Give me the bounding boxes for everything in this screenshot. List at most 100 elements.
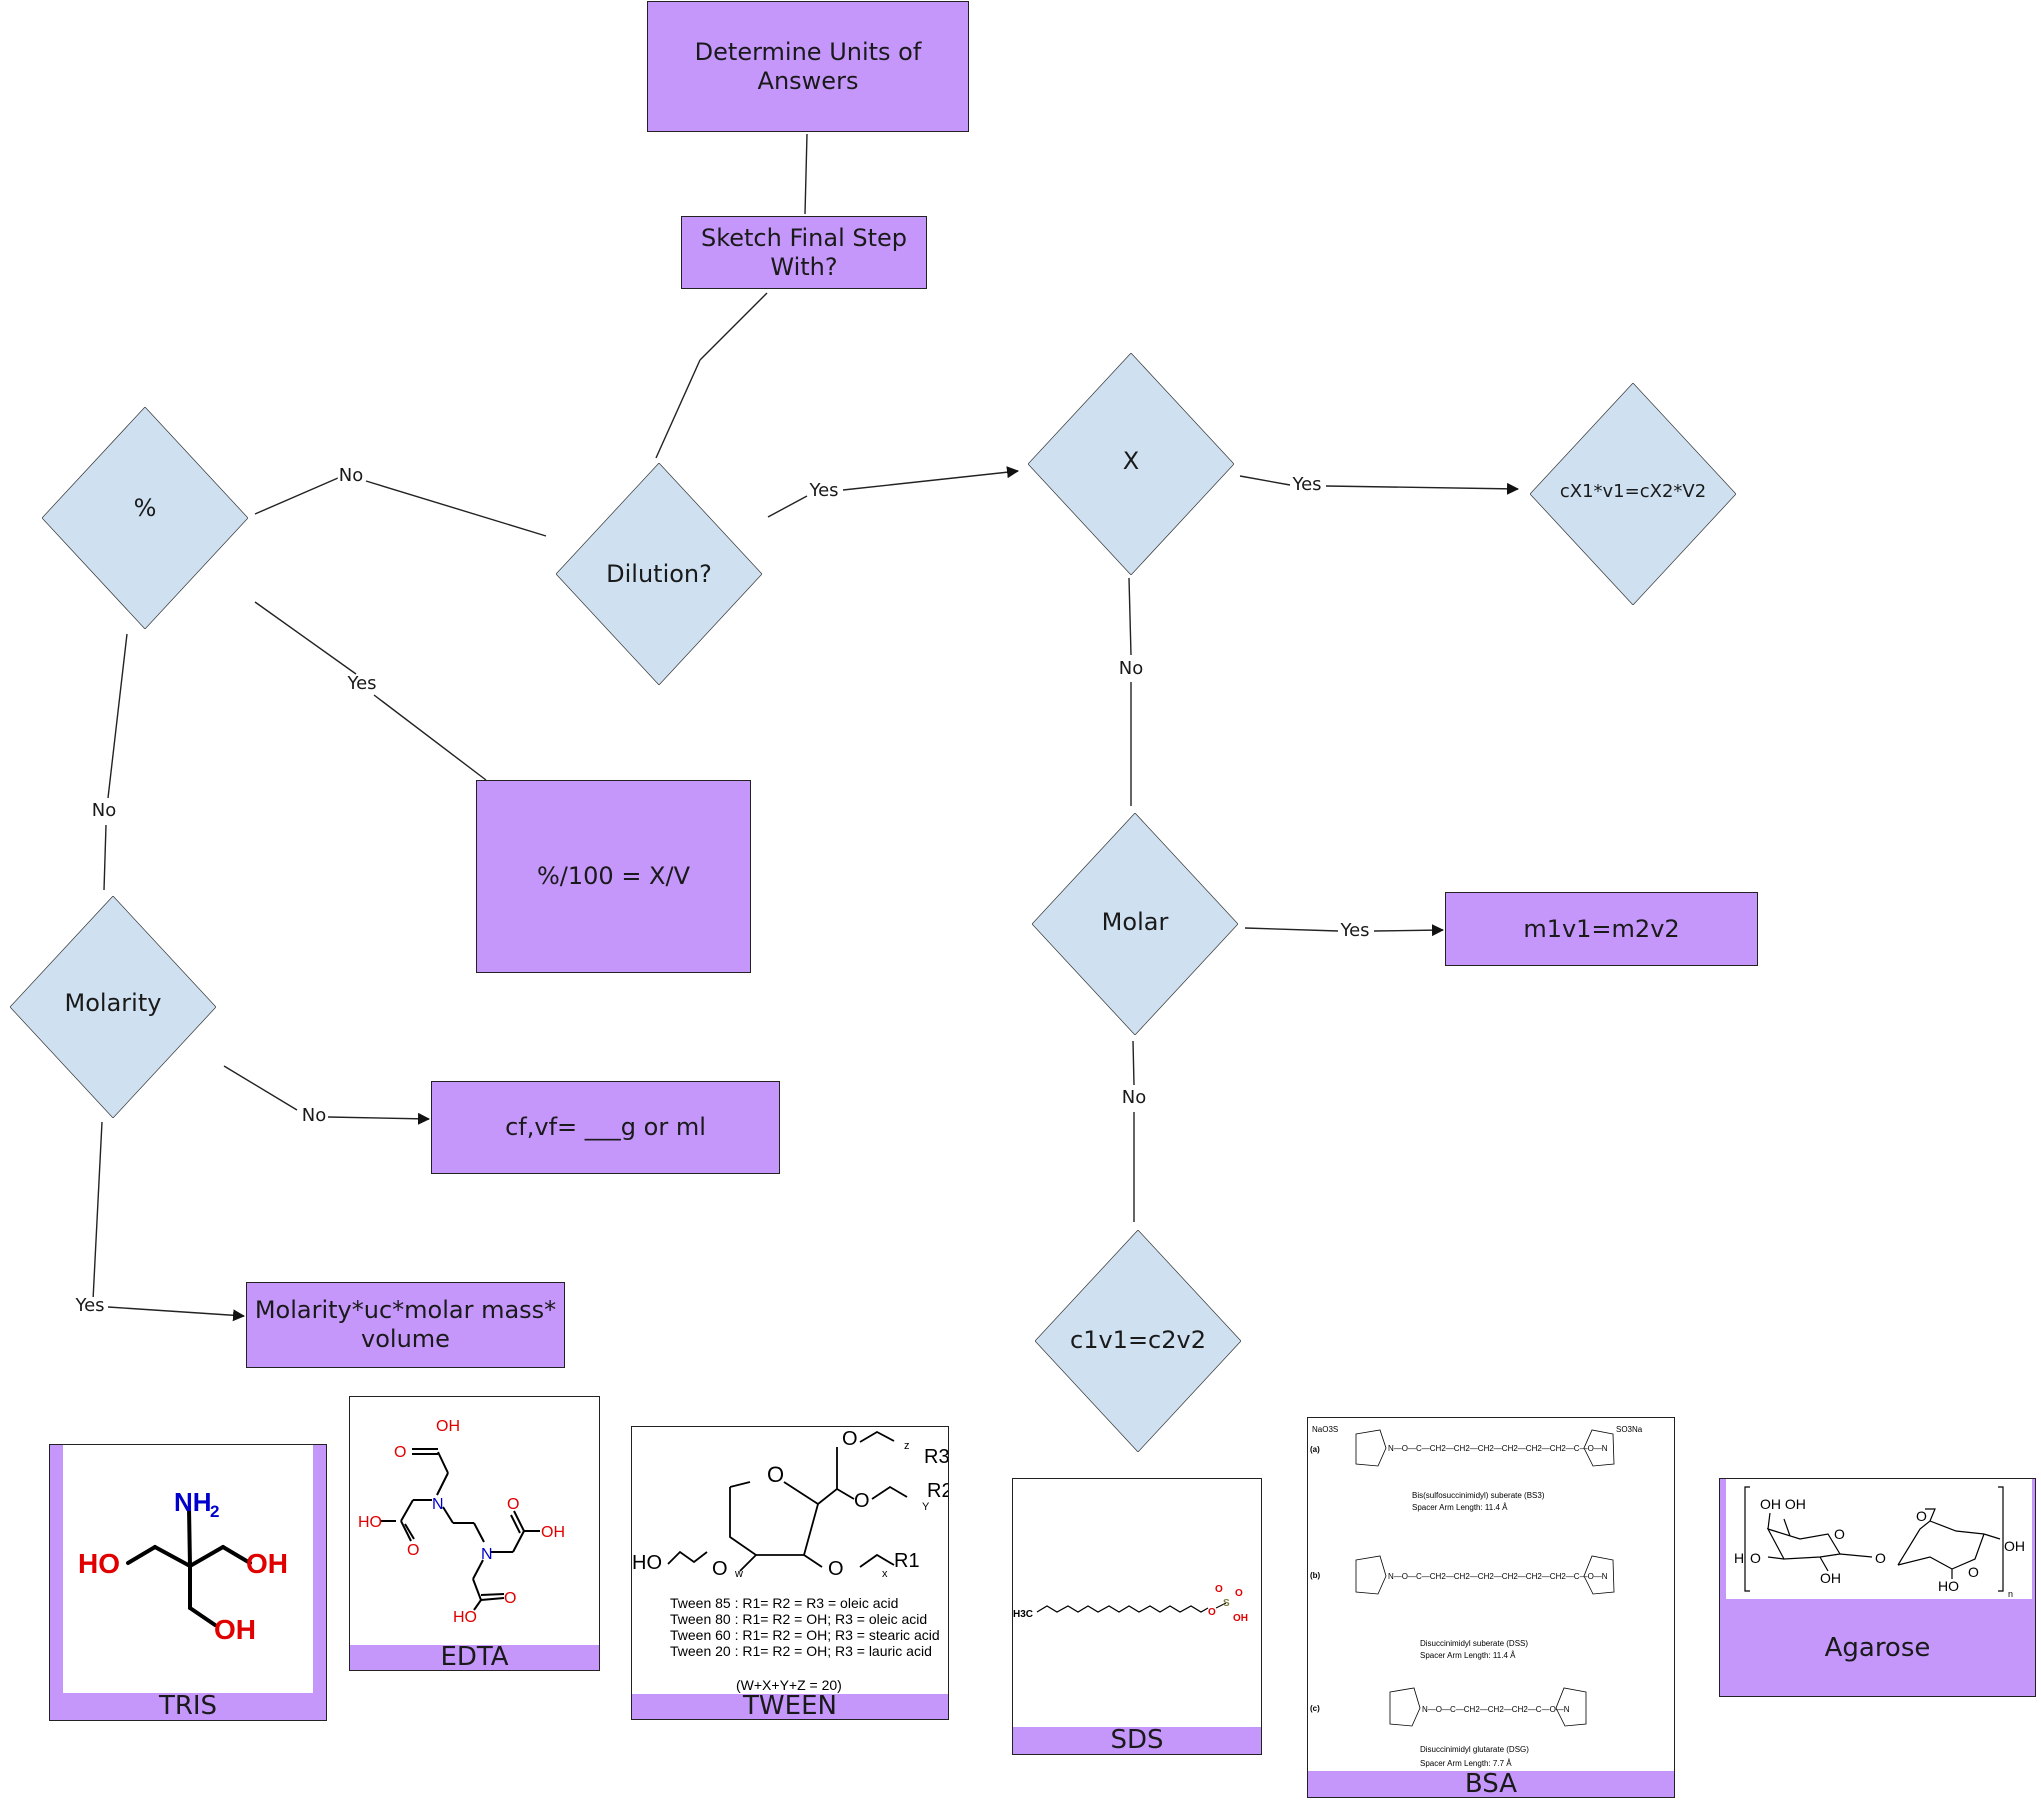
node-label: Dilution?	[606, 560, 712, 588]
decision-x[interactable]: X	[1028, 353, 1234, 575]
atom-label: O	[1834, 1526, 1845, 1542]
atom-label: n	[2008, 1589, 2013, 1599]
atom-label: O	[842, 1428, 858, 1450]
atom-label: O	[1968, 1564, 1979, 1580]
edge-label-yes: Yes	[1291, 474, 1323, 495]
decision-c1v1[interactable]: c1v1=c2v2	[1035, 1230, 1241, 1452]
decision-molar[interactable]: Molar	[1032, 813, 1238, 1035]
atom-label: z	[904, 1440, 910, 1452]
edge-label-no: No	[1117, 658, 1145, 679]
tween-variant-line: Tween 60 : R1= R2 = OH; R3 = stearic aci…	[670, 1627, 940, 1643]
atom-label: O	[1916, 1508, 1927, 1524]
edge-molarity-no-a	[223, 1065, 298, 1111]
edge-percent-no-b	[365, 480, 547, 537]
atom-label: N	[432, 1496, 444, 1513]
bsa-structure-image: NaO3S (a) N—O—C—CH2—CH2—CH2—CH2—CH2—CH2—…	[1310, 1425, 1643, 1768]
chain-formula: N—O—C—CH2—CH2—CH2—CH2—CH2—CH2—C—O—N	[1388, 1572, 1608, 1581]
atom-label: OH OH	[1760, 1496, 1806, 1512]
node-label: %/100 = X/V	[536, 862, 690, 891]
edge-molar-yes-b	[1373, 924, 1444, 937]
edge-molar-yes-a	[1244, 927, 1339, 932]
spacer-length: Spacer Arm Length: 7.7 Å	[1420, 1759, 1512, 1768]
atom-label: O	[504, 1590, 516, 1607]
edge-molarity-yes-a	[92, 1121, 103, 1301]
tween-structure-image: O HO O w O x R1 O Y R2 O z R3 Tween 85 :…	[632, 1428, 949, 1693]
edge-percent-yes-b	[373, 694, 487, 781]
atom-label: OH	[2004, 1538, 2025, 1554]
decision-percent[interactable]: %	[42, 407, 248, 629]
node-sketch-final-step[interactable]: Sketch Final Step With?	[681, 216, 927, 289]
edta-structure-image: OH O N HO O N O OH O HO	[358, 1418, 565, 1626]
reagent-card-sds[interactable]: H3C O S O O OH SDS	[1012, 1478, 1262, 1755]
edge-dilution-yes-a	[767, 495, 808, 518]
edge-label-no: No	[300, 1105, 328, 1126]
tween-variant-line: Tween 80 : R1= R2 = OH; R3 = oleic acid	[670, 1611, 927, 1627]
decision-dilution[interactable]: Dilution?	[556, 463, 762, 685]
atom-label: 2	[210, 1502, 219, 1521]
atom-label: O	[407, 1542, 419, 1559]
atom-label: O	[767, 1462, 784, 1487]
atom-label: N	[481, 1546, 493, 1563]
edge-percent-molarity-b	[103, 824, 107, 891]
reagent-card-tween[interactable]: O HO O w O x R1 O Y R2 O z R3 Tween 85 :…	[631, 1426, 949, 1720]
atom-label: O	[712, 1558, 728, 1580]
node-percent-formula[interactable]: %/100 = X/V	[476, 780, 751, 973]
tween-variant-line: Tween 85 : R1= R2 = R3 = oleic acid	[670, 1595, 898, 1611]
edge-label-yes: Yes	[74, 1295, 106, 1316]
atom-label: O	[394, 1444, 406, 1461]
chain-formula: N—O—C—CH2—CH2—CH2—C—O—N	[1422, 1705, 1570, 1714]
tween-sum: (W+X+Y+Z = 20)	[736, 1677, 842, 1693]
reagent-card-edta[interactable]: OH O N HO O N O OH O HO EDTA	[349, 1396, 600, 1671]
structure-panel	[1726, 1479, 2032, 1599]
chain-formula: N—O—C—CH2—CH2—CH2—CH2—CH2—CH2—C—O—N	[1388, 1444, 1608, 1453]
edge-x-yes-b	[1325, 482, 1519, 495]
node-label: cf,vf= ___g or ml	[505, 1113, 706, 1142]
atom-label: S	[1223, 1598, 1230, 1609]
node-label: X	[1122, 447, 1140, 475]
atom-label: OH	[214, 1614, 256, 1645]
atom-label: OH	[1820, 1570, 1841, 1586]
decision-cx-formula[interactable]: cX1*v1=cX2*V2	[1530, 383, 1736, 605]
decision-molarity[interactable]: Molarity	[10, 896, 216, 1118]
atom-label: H3C	[1013, 1609, 1033, 1620]
atom-label: O	[1215, 1584, 1223, 1595]
node-molarity-formula[interactable]: Molarity*uc*molar mass* volume	[246, 1282, 565, 1368]
atom-label: Y	[922, 1501, 930, 1513]
reagent-card-bsa[interactable]: NaO3S (a) N—O—C—CH2—CH2—CH2—CH2—CH2—CH2—…	[1307, 1417, 1675, 1798]
edge-dilution-yes-b[interactable]	[842, 466, 1019, 491]
reagent-caption: SDS	[1013, 1727, 1261, 1754]
node-cfvf[interactable]: cf,vf= ___g or ml	[431, 1081, 780, 1174]
panel-label: (b)	[1310, 1571, 1321, 1580]
agarose-structure-image: OH OH H O O OH O O O HO OH n	[1734, 1486, 2025, 1599]
edge-label-yes: Yes	[346, 673, 378, 694]
panel-label: (a)	[1310, 1445, 1320, 1454]
atom-label: O	[1875, 1550, 1886, 1566]
compound-name: Disuccinimidyl suberate (DSS)	[1420, 1639, 1528, 1648]
atom-label: NaO3S	[1312, 1425, 1338, 1434]
atom-label: R2	[927, 1480, 949, 1502]
atom-label: NH	[174, 1487, 212, 1517]
edge-label-no: No	[337, 465, 365, 486]
atom-label: O	[507, 1496, 519, 1513]
reagent-caption: EDTA	[350, 1644, 599, 1670]
atom-label: O	[1235, 1588, 1243, 1599]
edge-molarity-yes-b	[107, 1306, 245, 1322]
node-label: Determine Units of Answers	[694, 37, 922, 95]
edge-percent-no-a	[254, 477, 339, 515]
edge-x-yes-a	[1239, 475, 1291, 486]
atom-label: OH	[541, 1524, 565, 1541]
node-determine-units[interactable]: Determine Units of Answers	[647, 1, 969, 132]
reagent-card-agarose[interactable]: OH OH H O O OH O O O HO OH n Agarose	[1719, 1478, 2036, 1697]
node-label: Sketch Final Step With?	[700, 223, 908, 281]
edge-percent-yes-a	[254, 601, 357, 675]
reagent-card-tris[interactable]: NH 2 HO OH OH TRIS	[49, 1444, 327, 1721]
atom-label: O	[1208, 1607, 1216, 1618]
edge-label-yes: Yes	[1339, 920, 1371, 941]
reagent-caption: Agarose	[1824, 1632, 1931, 1663]
atom-label: HO	[1938, 1578, 1959, 1594]
node-label: cX1*v1=cX2*V2	[1559, 480, 1707, 502]
atom-label: R1	[894, 1550, 920, 1572]
node-m1v1[interactable]: m1v1=m2v2	[1445, 892, 1758, 966]
compound-name: Disuccinimidyl glutarate (DSG)	[1420, 1745, 1529, 1754]
edge-determine-sketch	[804, 133, 808, 215]
